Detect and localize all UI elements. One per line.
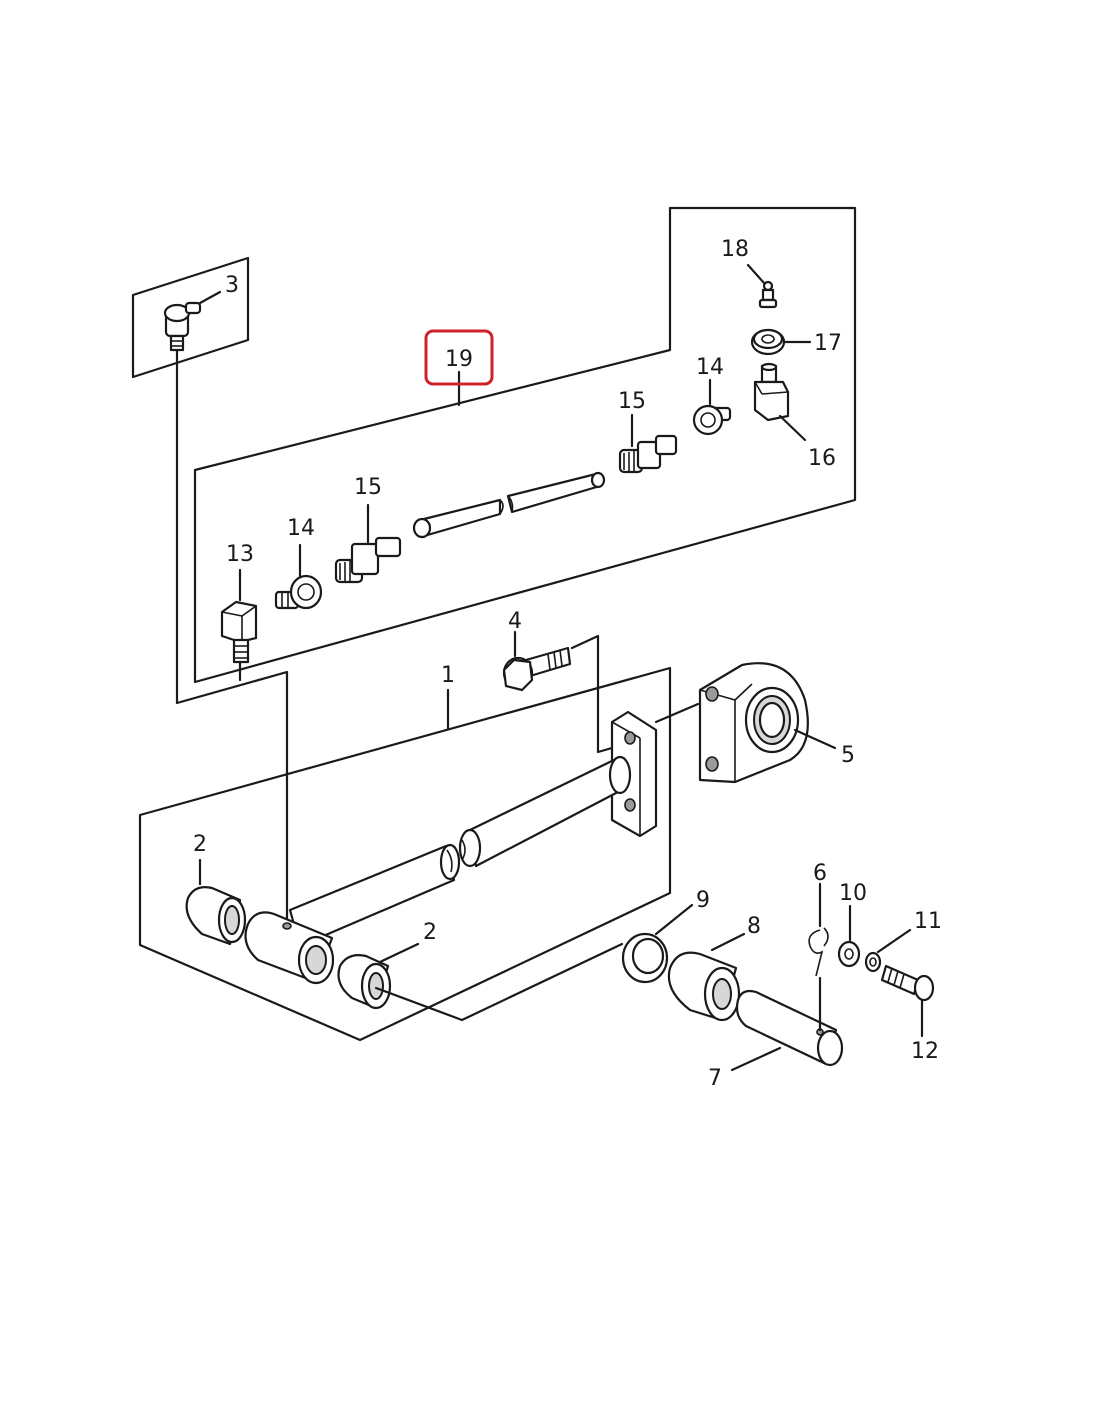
connector-15-upper: [618, 434, 678, 474]
grease-nipple-18: [758, 280, 778, 309]
nut-10: [837, 940, 861, 968]
callout-13: 13: [226, 542, 254, 567]
leader-5: [793, 728, 837, 750]
callout-18: 18: [721, 237, 749, 262]
bushing-2-right: [337, 954, 392, 1010]
callout-3: 3: [225, 273, 239, 298]
leader-11: [876, 928, 912, 954]
callout-17: 17: [814, 331, 842, 356]
shaft-sleeve: [244, 911, 335, 985]
main-assembly-frame: [138, 666, 672, 1042]
callout-19: 19: [445, 347, 473, 372]
bolt-4: [502, 646, 572, 692]
leader-16: [778, 414, 807, 442]
bolt-12: [880, 964, 935, 1002]
pivot-shaft-1: [288, 710, 658, 948]
grease-nipple-frame: [131, 256, 250, 379]
grease-nipple-3: [163, 301, 202, 352]
fitting-14-upper: [692, 404, 732, 436]
callout-11: 11: [914, 909, 942, 934]
callout-19-highlight: [424, 329, 494, 386]
callout-1: 1: [441, 663, 455, 688]
callout-15-lower: 15: [354, 475, 382, 500]
leader-7: [730, 1046, 782, 1072]
leader-3: [198, 290, 222, 305]
grease-port: [282, 922, 292, 930]
bracket-flange-connector: [654, 702, 700, 724]
callout-6: 6: [813, 861, 827, 886]
callout-14-upper: 14: [696, 355, 724, 380]
bushing-8: [667, 951, 741, 1022]
washer-11: [864, 951, 882, 973]
callout-5: 5: [841, 743, 855, 768]
fitting-14-lower: [274, 574, 323, 610]
leader-18: [746, 263, 766, 285]
callout-12: 12: [911, 1039, 939, 1064]
callout-10: 10: [839, 881, 867, 906]
bracket-5: [698, 662, 809, 784]
leader-8: [710, 932, 746, 952]
callout-14-lower: 14: [287, 516, 315, 541]
callout-16: 16: [808, 446, 836, 471]
adapter-16: [753, 362, 790, 422]
leader-2-right: [378, 942, 420, 964]
pin-7: [735, 989, 844, 1067]
callout-9: 9: [696, 888, 710, 913]
callout-2-right: 2: [423, 920, 437, 945]
grease-line-3: [175, 348, 289, 924]
leader-9: [654, 903, 694, 936]
bolt-4-line: [570, 634, 614, 754]
callout-7: 7: [708, 1066, 722, 1091]
bushing-2-right-line: [374, 942, 624, 1022]
callout-4: 4: [508, 609, 522, 634]
r-clip-6: [808, 927, 829, 977]
seal-ring-9: [621, 932, 669, 984]
callout-15-upper: 15: [618, 389, 646, 414]
kit-frame-outline: [193, 206, 857, 684]
adapter-13: [220, 600, 258, 664]
connector-15-lower: [334, 536, 402, 584]
hose: [412, 471, 606, 539]
bushing-2-left: [185, 886, 247, 946]
callout-2-left: 2: [193, 832, 207, 857]
nut-17: [750, 328, 786, 356]
callout-8: 8: [747, 914, 761, 939]
